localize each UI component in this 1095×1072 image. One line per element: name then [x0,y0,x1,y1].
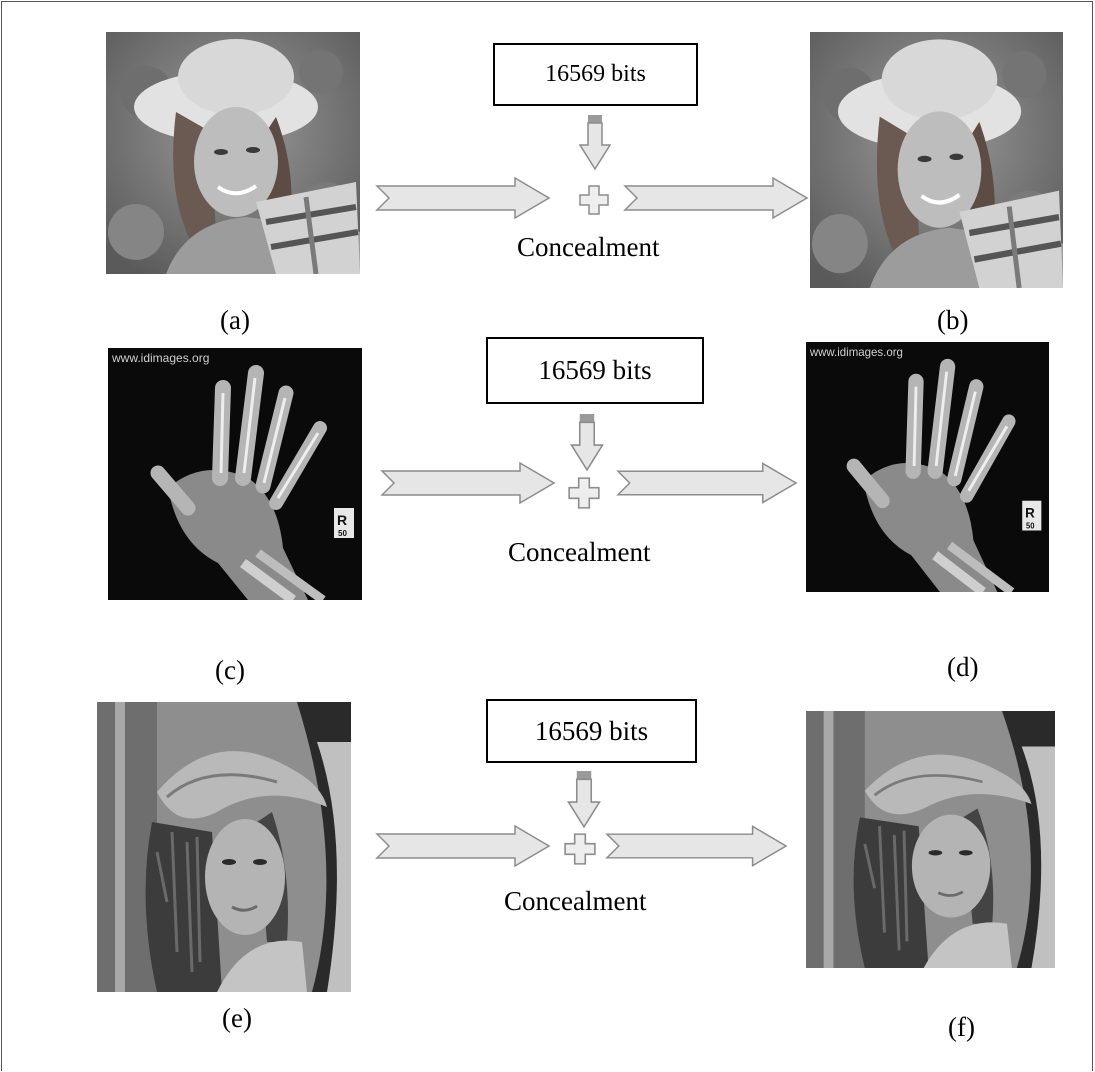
plus-icon [563,832,597,866]
input-image-a [106,32,360,274]
plus-icon [578,184,610,216]
output-arrow-icon [616,461,798,505]
process-label: Concealment [508,537,651,567]
output-arrow-icon [605,824,788,868]
process-label: Concealment [504,886,647,916]
caption-a: (a) [220,305,250,335]
xray-marker-sub-text: 50 [1026,521,1035,530]
output-image-f [806,711,1055,968]
caption-b: (b) [937,305,969,335]
watermark-text: www.idimages.org [809,346,903,359]
caption-f: (f) [948,1012,975,1042]
input-arrow-icon [375,824,551,868]
xray-marker-text: R [1025,505,1035,520]
xray-marker-text: R [337,512,347,528]
process-label: Concealment [517,232,660,262]
input-image-c: www.idimages.org R 50 [108,348,362,600]
bits-box: 16569 bits [493,43,698,106]
output-image-d: www.idimages.org R 50 [806,342,1049,592]
xray-marker-sub-text: 50 [338,529,347,538]
input-arrow-icon [375,176,551,220]
output-image-b [810,32,1063,288]
output-arrow-icon [623,176,809,220]
down-arrow-icon [570,414,604,472]
input-arrow-icon [380,461,556,505]
watermark-text: www.idimages.org [111,351,209,365]
caption-d: (d) [947,652,979,682]
bits-box: 16569 bits [486,699,697,763]
plus-icon [567,476,601,510]
caption-c: (c) [215,655,245,685]
input-image-e [97,702,351,992]
caption-e: (e) [222,1003,252,1033]
bits-box: 16569 bits [486,337,704,404]
down-arrow-icon [567,771,601,829]
down-arrow-icon [579,115,611,171]
